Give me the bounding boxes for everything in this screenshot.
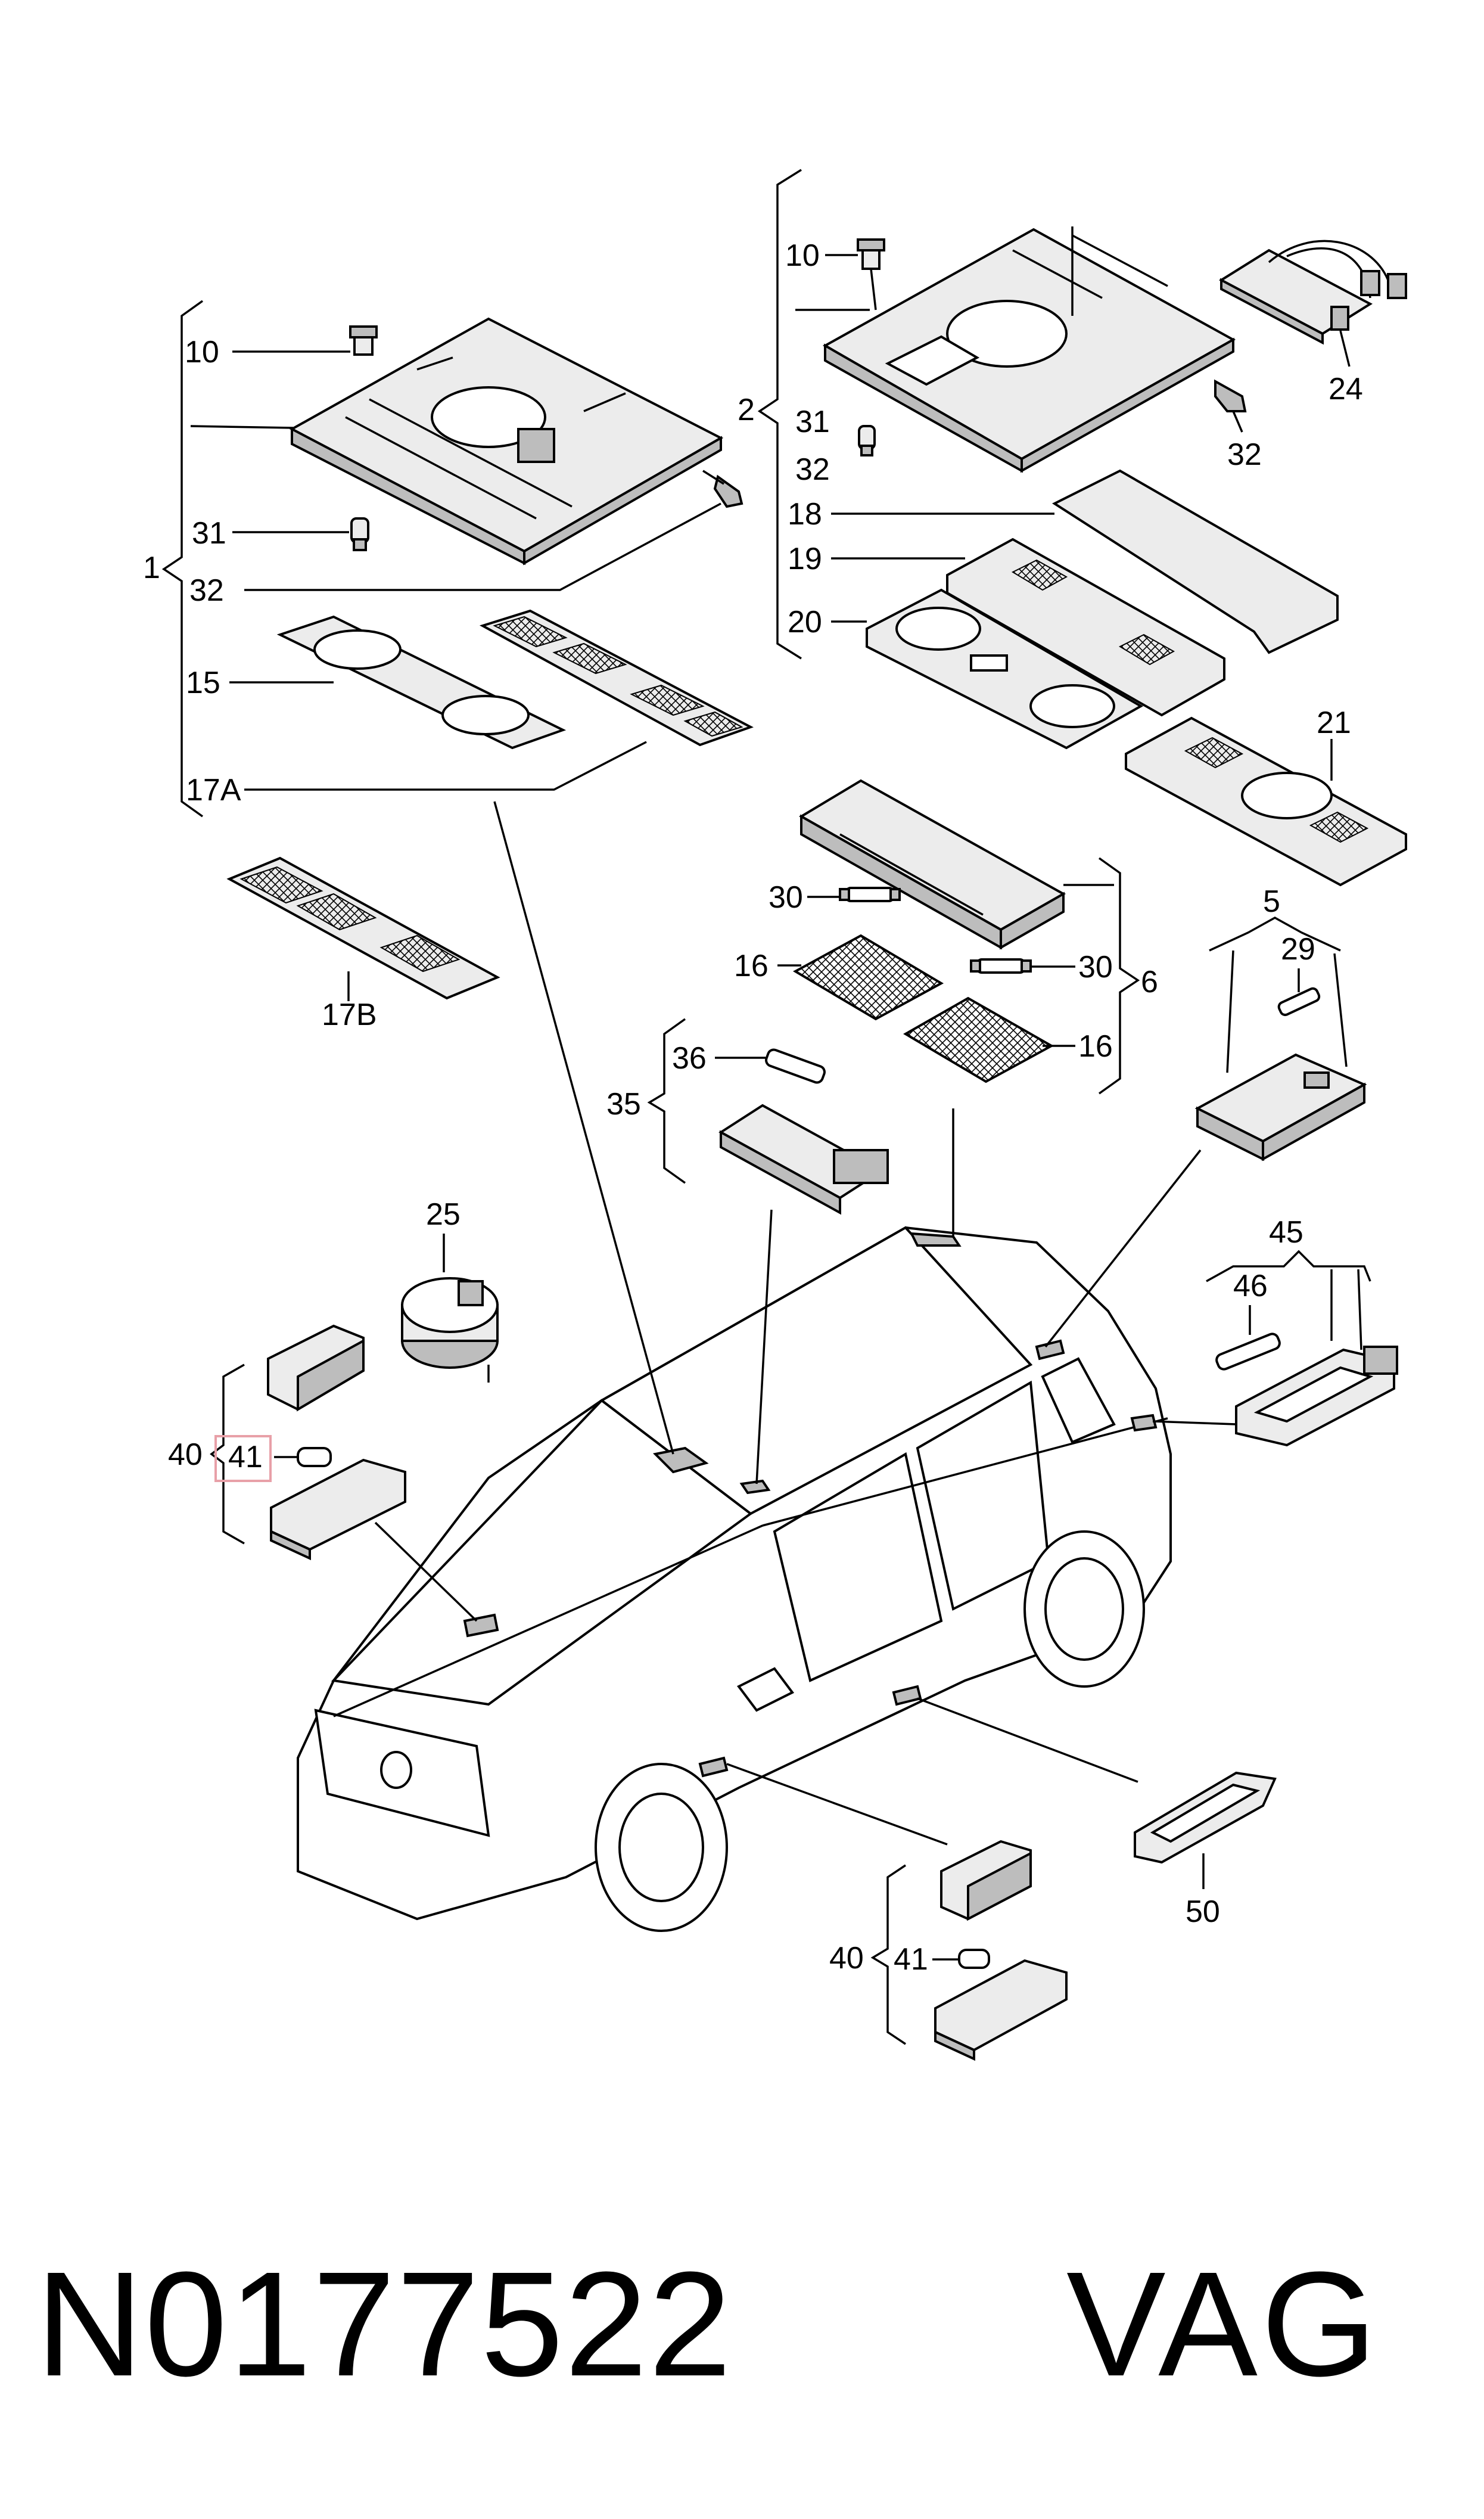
label-10-right: 10 — [785, 238, 820, 273]
brand-text: VAG — [1066, 2241, 1381, 2407]
label-31-right: 31 — [795, 405, 830, 439]
bulb-30-right — [970, 958, 1032, 974]
lens-16-left — [792, 934, 944, 1021]
group-40-bottom: 40 41 — [829, 1840, 1068, 2061]
label-45: 45 — [1269, 1215, 1303, 1250]
label-31-left: 31 — [192, 516, 226, 551]
label-2: 2 — [738, 393, 755, 427]
part-25-module: 25 — [401, 1197, 499, 1383]
bulb-30-left — [839, 887, 901, 902]
label-20: 20 — [788, 605, 822, 639]
label-41-left: 41 — [228, 1440, 263, 1474]
label-15: 15 — [186, 666, 220, 700]
label-30-left: 30 — [769, 880, 803, 915]
label-32-left: 32 — [189, 573, 224, 608]
label-19: 19 — [788, 542, 822, 576]
group-35-reading-light: 35 36 — [606, 1018, 889, 1215]
car-illustration — [297, 1226, 1172, 1932]
label-35: 35 — [606, 1087, 641, 1122]
label-40-left: 40 — [168, 1437, 203, 1472]
label-25: 25 — [426, 1197, 461, 1232]
group-2-roof-console: 2 10 31 32 — [738, 169, 1407, 750]
lamp-housing-40-left — [270, 1458, 406, 1561]
label-21: 21 — [1317, 706, 1351, 740]
label-50: 50 — [1186, 1894, 1220, 1929]
label-36: 36 — [672, 1041, 707, 1076]
label-18: 18 — [788, 497, 822, 532]
screw-32-right — [1214, 379, 1247, 433]
pad-18 — [1051, 469, 1339, 654]
bulb-36 — [765, 1048, 826, 1084]
light-housing-45 — [1235, 1346, 1398, 1447]
label-46: 46 — [1233, 1269, 1268, 1303]
label-1: 1 — [143, 551, 160, 585]
label-24: 24 — [1329, 372, 1363, 406]
label-32-right: 32 — [1227, 437, 1262, 472]
label-30-right: 30 — [1078, 950, 1113, 984]
label-17B: 17B — [322, 998, 377, 1032]
label-32-mid: 32 — [795, 452, 830, 487]
label-40-bottom: 40 — [829, 1941, 864, 1976]
label-17A: 17A — [186, 773, 241, 807]
label-6: 6 — [1141, 965, 1158, 999]
switch-40-bottom — [940, 1840, 1032, 1921]
cover-15 — [276, 615, 567, 750]
label-16-right: 16 — [1078, 1029, 1113, 1064]
part-50-handle: 50 — [1134, 1771, 1277, 1929]
light-housing-35 — [718, 1104, 889, 1215]
footer: N0177522 VAG — [0, 2241, 1484, 2408]
label-29: 29 — [1281, 932, 1315, 967]
roof-console-housing-2 — [822, 228, 1236, 473]
light-housing-5 — [1194, 1053, 1367, 1161]
label-16-left: 16 — [734, 949, 769, 983]
group-6-interior-light: 6 30 16 30 — [734, 779, 1158, 1095]
roof-console-housing — [289, 317, 724, 566]
lens-17B: 17B — [226, 856, 500, 1032]
lens-17A — [479, 609, 754, 747]
label-41-bottom: 41 — [894, 1942, 928, 1977]
label-10-left: 10 — [185, 335, 219, 369]
wiring-24 — [1218, 240, 1407, 367]
clip-10-right — [857, 238, 885, 310]
switch-40-left — [267, 1324, 365, 1412]
group-1-roof-console: 10 31 1 32 15 17A — [143, 300, 754, 818]
label-5: 5 — [1263, 884, 1280, 919]
bulb-29 — [1277, 987, 1321, 1017]
clip-10-left — [349, 325, 378, 356]
bulb-46 — [1215, 1333, 1281, 1371]
group-5-door-light: 5 29 — [1194, 884, 1367, 1161]
group-45-trunk-light: 45 46 — [1206, 1215, 1398, 1447]
bulb-41-bottom — [958, 1949, 990, 1969]
group-40-left: 40 41 — [168, 1324, 406, 1561]
leader-lines — [374, 801, 1237, 1846]
part-number-text: N0177522 — [36, 2241, 733, 2407]
bulb-41-left — [297, 1447, 332, 1467]
light-housing-6 — [799, 779, 1066, 950]
bulb-31-left — [350, 517, 369, 551]
bulb-31-right — [858, 425, 876, 456]
lamp-housing-40-bottom — [934, 1959, 1068, 2061]
pad-20 — [866, 588, 1144, 750]
pad-21: 21 — [1125, 706, 1407, 887]
lens-16-right — [903, 996, 1054, 1083]
highlight-41-left — [214, 1435, 272, 1482]
screw-32-left — [702, 470, 743, 508]
